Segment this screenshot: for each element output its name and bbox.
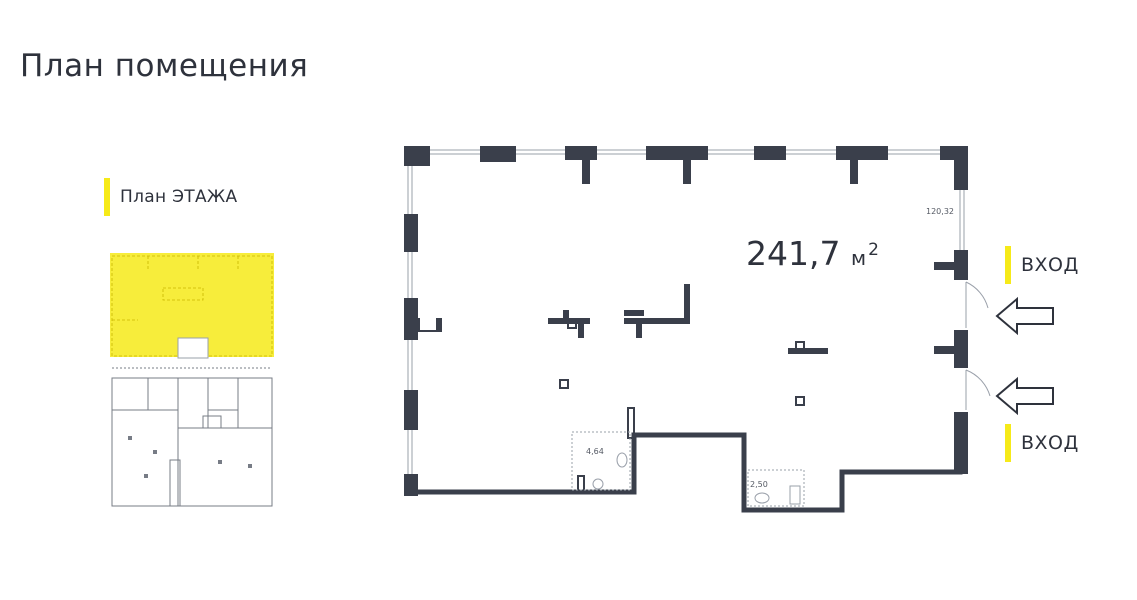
room-area-label: 4,64 [586,447,604,456]
entrance-color-marker [1005,246,1011,284]
entrance-marker-2: ВХОД [1005,424,1079,462]
entrance-marker-1: ВХОД [1005,246,1079,284]
dimension-label: 120,32 [926,207,954,216]
legend-label: План ЭТАЖА [120,187,238,207]
floor-overview-map[interactable] [108,250,278,510]
entrance-label: ВХОД [1021,432,1079,454]
arrow-right-icon [995,296,1054,336]
entrance-color-marker [1005,424,1011,462]
floor-plan-legend: План ЭТАЖА [104,177,237,217]
page-title: План помещения [20,48,309,84]
area-value: 241,7 [746,234,841,273]
entrance-label: ВХОД [1021,254,1079,276]
arrow-right-icon [995,376,1054,416]
room-area-label: 2,50 [750,480,768,489]
unit-floor-plan: 4,64 2,50 120,32 [404,146,991,513]
legend-color-marker [104,178,110,216]
